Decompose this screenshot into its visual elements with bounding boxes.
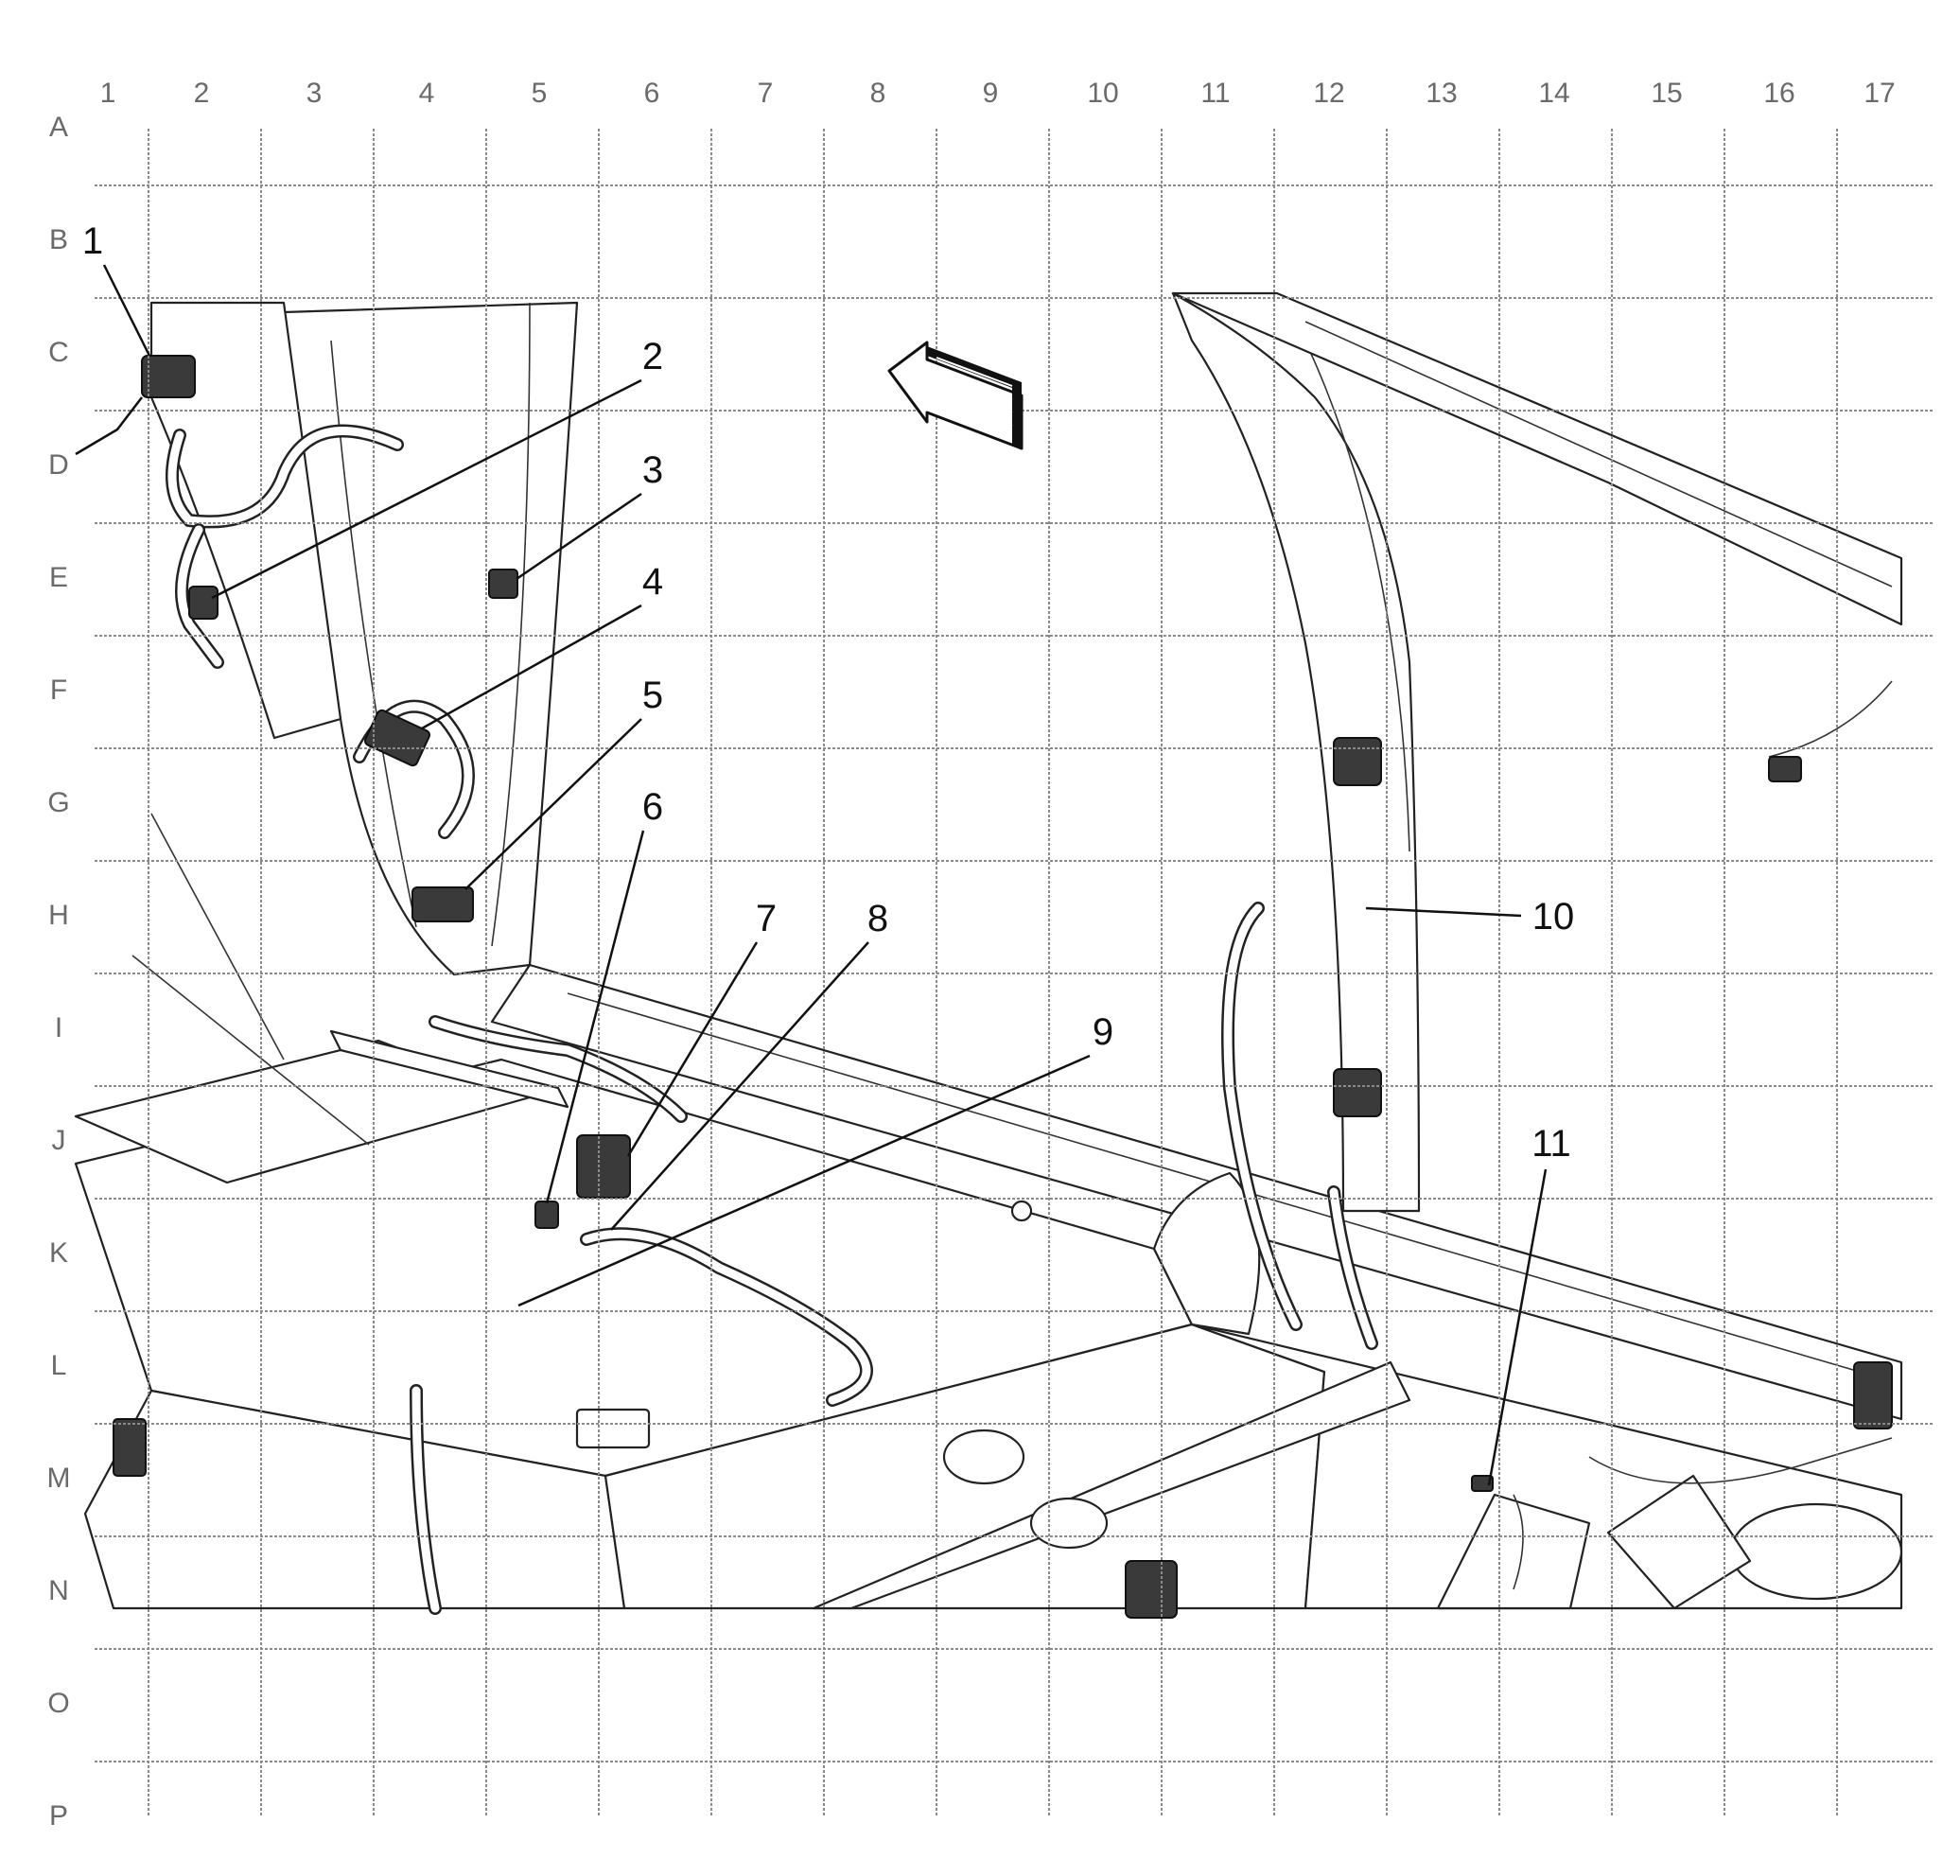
grid-col-label: 17 (1864, 78, 1895, 109)
grid-col-label: 5 (532, 78, 548, 109)
grid-col-label: 11 (1200, 78, 1230, 109)
grid-row-label: I (55, 1012, 62, 1043)
grid-row-label: O (47, 1688, 69, 1719)
grid-row-label: B (49, 224, 68, 255)
grid-row-label: G (47, 787, 69, 818)
callout-6: 6 (642, 786, 663, 828)
callout-1: 1 (82, 220, 103, 262)
grid-row-label: J (52, 1125, 66, 1156)
grid-col-label: 10 (1087, 78, 1118, 109)
grid-col-label: 7 (758, 78, 774, 109)
grid-row-label: M (47, 1463, 71, 1494)
grid-col-label: 1 (100, 78, 116, 109)
grid-row-label: D (48, 449, 69, 481)
grid-labels: 1 2 3 4 5 6 7 8 9 10 11 12 13 14 15 16 1… (47, 78, 1896, 1832)
grid-col-label: 9 (983, 78, 999, 109)
grid-col-label: 4 (419, 78, 435, 109)
callout-4: 4 (642, 561, 663, 603)
grid-row-label: F (50, 675, 67, 706)
grid-row-label: P (49, 1800, 68, 1832)
grid-col-label: 13 (1426, 78, 1457, 109)
grid-col-label: 14 (1538, 78, 1569, 109)
grid-row-label: C (48, 337, 69, 368)
grid-col-label: 15 (1651, 78, 1682, 109)
callout-5: 5 (642, 675, 663, 716)
grid-col-label: 8 (870, 78, 886, 109)
vehicle-artwork (74, 291, 1903, 1619)
grid-row-label: K (49, 1237, 68, 1269)
callout-9: 9 (1093, 1011, 1113, 1053)
callout-7: 7 (756, 898, 777, 939)
grid-row-label: L (51, 1350, 67, 1381)
grid-row-label: N (48, 1575, 69, 1606)
grid-row-label: H (48, 900, 69, 931)
grid-col-label: 12 (1313, 78, 1344, 109)
callouts: 1 2 3 4 5 6 7 8 9 10 11 (75, 220, 1575, 1486)
callout-8: 8 (867, 898, 888, 939)
grid-col-label: 3 (306, 78, 323, 109)
direction-arrow-icon (887, 341, 1024, 450)
grid-col-label: 16 (1763, 78, 1794, 109)
callout-3: 3 (642, 449, 663, 491)
callout-11: 11 (1531, 1123, 1571, 1165)
grid-col-label: 2 (194, 78, 210, 109)
callout-2: 2 (642, 336, 663, 377)
grid-row-label: A (49, 112, 68, 143)
grid-row-label: E (49, 562, 68, 593)
callout-10: 10 (1532, 896, 1575, 938)
grid-col-label: 6 (644, 78, 660, 109)
